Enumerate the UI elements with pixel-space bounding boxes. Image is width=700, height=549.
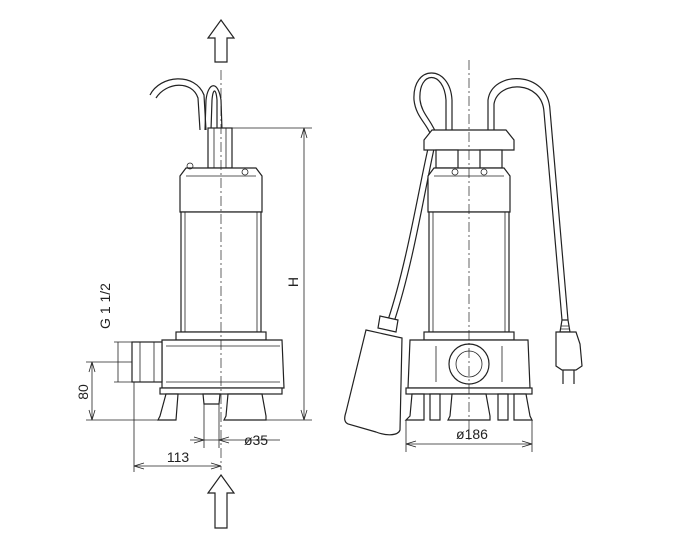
front-cables bbox=[387, 72, 569, 323]
side-cables bbox=[149, 78, 223, 131]
outflow-arrow-icon bbox=[206, 18, 236, 63]
inlet-height-dimension-label: 80 bbox=[75, 384, 91, 400]
side-pump-housing bbox=[161, 339, 285, 389]
front-foot-left bbox=[404, 393, 425, 421]
front-view bbox=[344, 60, 583, 440]
front-foot-right-2 bbox=[497, 393, 509, 421]
side-cable-gland bbox=[207, 127, 233, 169]
side-motor-cap bbox=[179, 167, 263, 213]
front-dimensions: ø186 bbox=[405, 420, 533, 452]
front-gland-right bbox=[479, 149, 503, 169]
side-inlet bbox=[202, 393, 221, 405]
foot-diameter-dimension-label: ø35 bbox=[244, 432, 268, 448]
height-dimension-label: H bbox=[285, 277, 301, 287]
side-view bbox=[131, 18, 285, 529]
inflow-arrow-icon bbox=[206, 473, 236, 529]
side-foot-left bbox=[157, 393, 179, 421]
side-dimensions: H G 1 1/2 80 113 ø35 bbox=[75, 127, 312, 472]
front-foot-right bbox=[513, 393, 533, 421]
side-outlet-pipe bbox=[131, 341, 163, 383]
side-foot-right bbox=[223, 393, 267, 421]
front-foot-left-2 bbox=[429, 393, 441, 421]
thread-dimension-label: G 1 1/2 bbox=[97, 283, 113, 329]
front-gland-left bbox=[435, 149, 459, 169]
offset-dimension-label: 113 bbox=[167, 449, 190, 465]
power-plug-icon bbox=[555, 319, 583, 384]
body-width-dimension-label: ø186 bbox=[456, 426, 488, 442]
float-switch bbox=[344, 315, 403, 436]
